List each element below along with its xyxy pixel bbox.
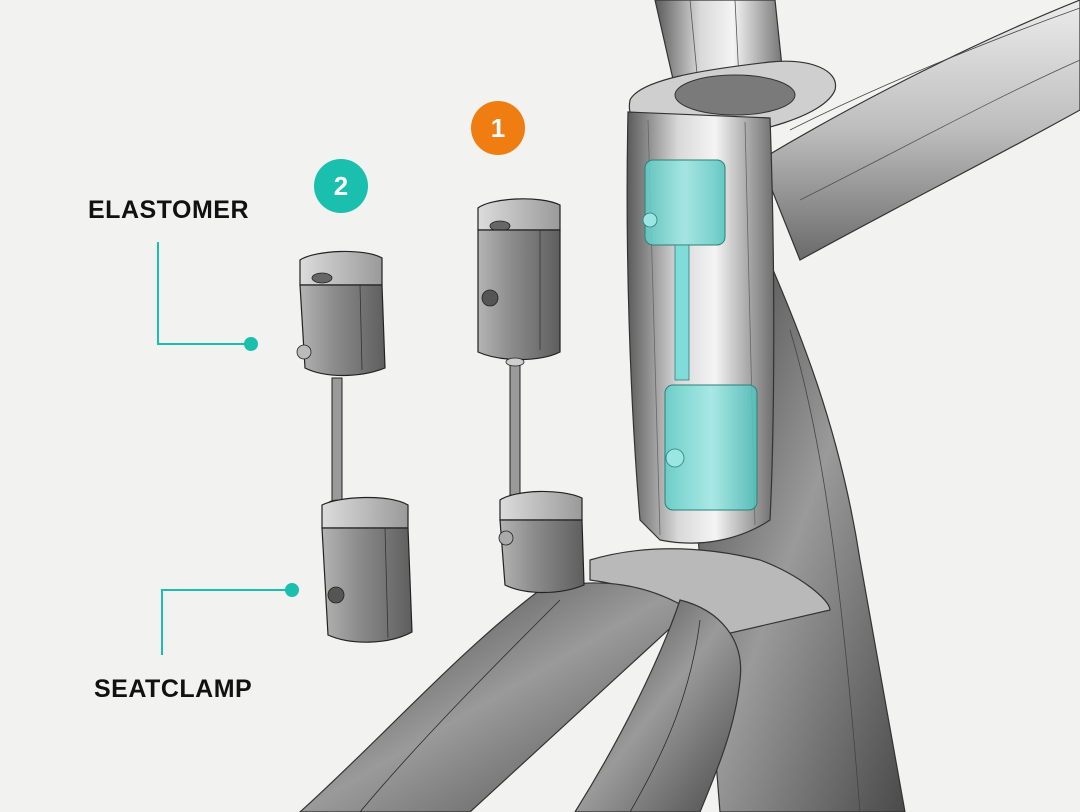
bike-frame [299,0,1080,812]
elastomer-label: ELASTOMER [88,196,249,224]
insert-part-2 [296,250,413,643]
top-tube [759,0,1080,261]
seatstay-left [299,582,691,812]
step-badge-2-number: 2 [334,171,348,201]
step-badge-1: 1 [471,101,525,155]
seatclamp-label: SEATCLAMP [94,675,252,703]
elastomer-callout-leader [157,242,258,351]
insert-part-1 [477,198,585,594]
seatclamp-callout-leader [161,583,299,655]
seatstay-right [574,599,742,812]
installed-insert-highlight [642,159,758,511]
step-badge-2: 2 [314,159,368,213]
step-badge-1-number: 1 [491,113,505,143]
